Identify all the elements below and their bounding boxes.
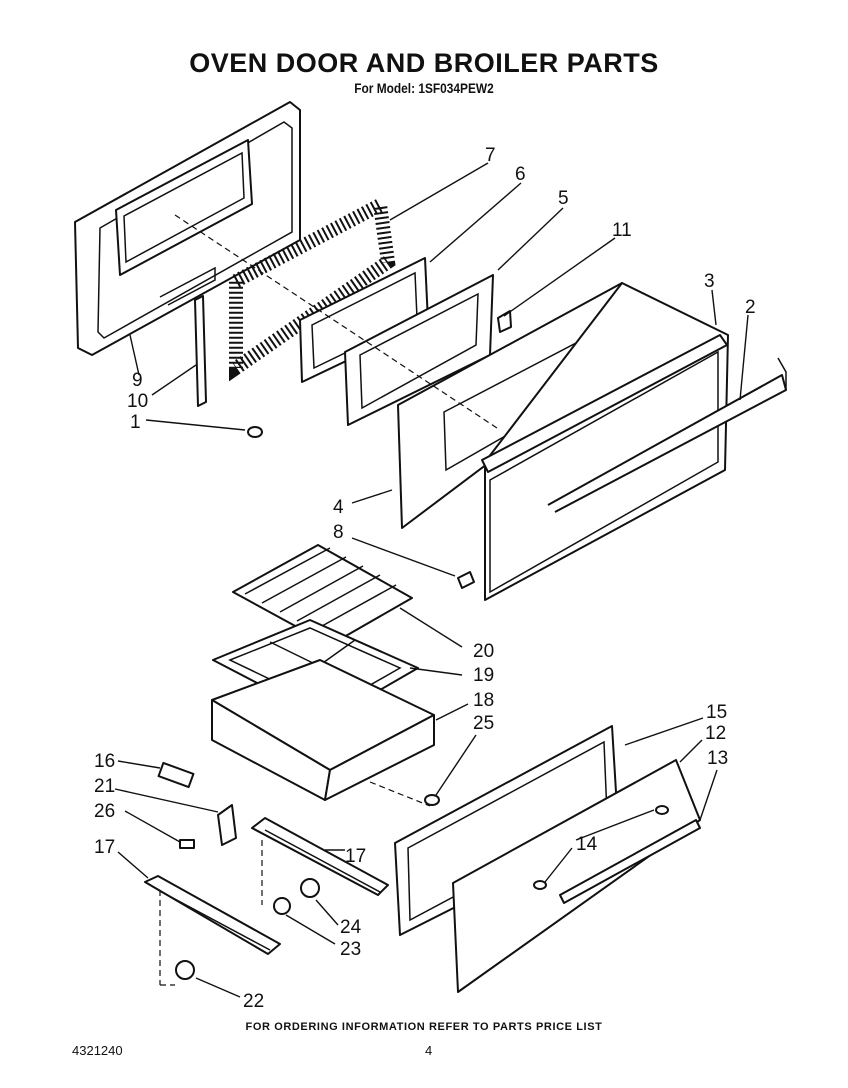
callout-25: 25 [473, 713, 494, 734]
callout-20: 20 [473, 641, 494, 662]
callout-14: 14 [576, 834, 598, 855]
outer-door-panel [481, 282, 729, 601]
callout-8: 8 [333, 522, 344, 543]
callout-labels: 1 2 3 4 5 6 7 8 9 10 11 12 13 14 15 16 1… [94, 145, 756, 1012]
model-line: For Model: 1SF034PEW2 [354, 80, 494, 96]
ordering-note: FOR ORDERING INFORMATION REFER TO PARTS … [245, 1021, 603, 1033]
callout-12: 12 [705, 723, 726, 744]
callout-15: 15 [706, 702, 727, 723]
door-side-trim [194, 295, 207, 407]
page-number: 4 [425, 1043, 433, 1058]
page-title: OVEN DOOR AND BROILER PARTS [189, 48, 659, 78]
callout-22: 22 [243, 991, 264, 1012]
broiler-grid [232, 544, 413, 646]
drawer-front-trim [559, 819, 701, 904]
drawer-slide-rail-lower [144, 875, 281, 955]
callout-6: 6 [515, 164, 526, 185]
callout-23: 23 [340, 939, 361, 960]
callout-24: 24 [340, 917, 362, 938]
drawer-roller [300, 878, 320, 898]
door-handle [547, 357, 787, 513]
drawer-clip [424, 794, 440, 806]
glass-clip [497, 310, 512, 333]
callout-7: 7 [485, 145, 496, 166]
callout-16: 16 [94, 751, 115, 772]
callout-2: 2 [745, 297, 756, 318]
callout-18: 18 [473, 690, 494, 711]
callout-21: 21 [94, 776, 115, 797]
callout-3: 3 [704, 271, 715, 292]
document-number: 4321240 [72, 1043, 123, 1058]
drawer-slide-rail-upper [251, 817, 389, 896]
callout-10: 10 [127, 391, 148, 412]
door-hinge-clip [457, 571, 475, 589]
assembly-alignment-lines [159, 214, 501, 986]
callout-leaders [114, 162, 749, 998]
door-gasket [229, 194, 396, 382]
callout-19: 19 [473, 665, 494, 686]
callout-13: 13 [707, 748, 728, 769]
callout-26: 26 [94, 801, 115, 822]
callout-4: 4 [333, 497, 344, 518]
roller-bushing [273, 897, 291, 915]
drawer-front-clip [533, 805, 669, 890]
callout-17-upper: 17 [345, 846, 366, 867]
drawer-bracket [217, 804, 237, 846]
broiler-drawer [211, 659, 435, 801]
bracket-screw [179, 839, 195, 849]
callout-11: 11 [612, 220, 632, 241]
door-screw [247, 426, 263, 438]
callout-17-lower: 17 [94, 837, 115, 858]
callout-1: 1 [130, 412, 141, 433]
callout-5: 5 [558, 188, 569, 209]
callout-9: 9 [132, 370, 143, 391]
roller-wheel [175, 960, 195, 980]
drawer-spring [157, 761, 195, 789]
